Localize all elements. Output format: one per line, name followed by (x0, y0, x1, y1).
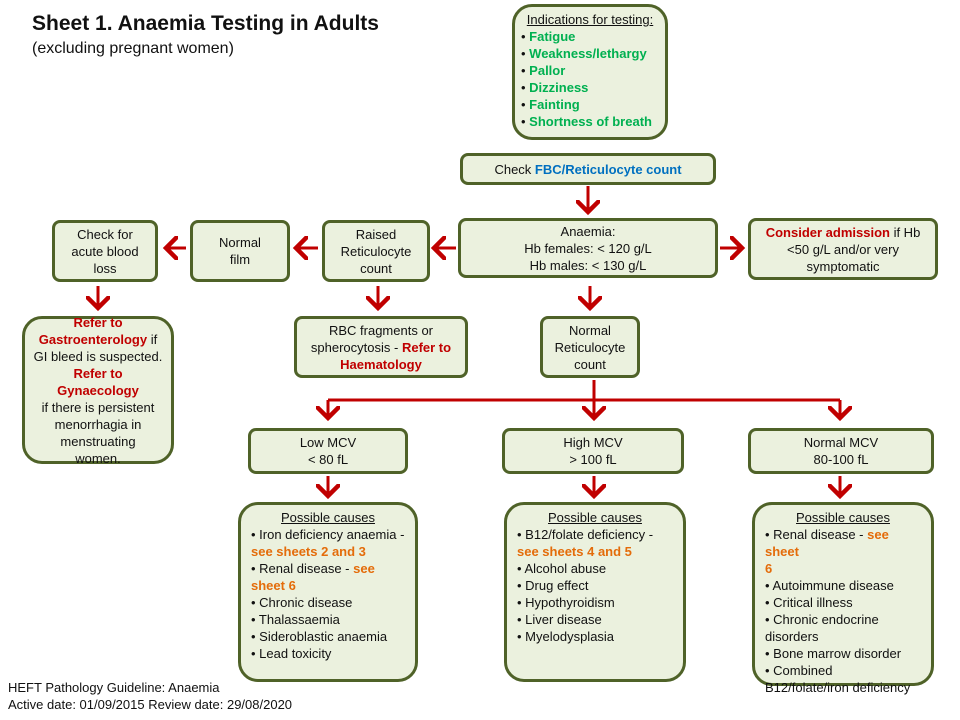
high-mcv-text: > 100 fL (569, 452, 617, 467)
cause-item: • Renal disease - (251, 561, 354, 576)
high-mcv-box: High MCV > 100 fL (502, 428, 684, 474)
low-mcv-text: Low MCV (299, 435, 357, 450)
anaemia-label: Anaemia: (560, 223, 616, 239)
indications-heading: Indications for testing: (526, 12, 654, 27)
normal-mcv-box: Normal MCV 80-100 fL (748, 428, 934, 474)
high-mcv-text: High MCV (563, 435, 623, 450)
referral-text: if there is persistent (41, 399, 155, 415)
cause-see-link: see sheets 4 and 5 (517, 544, 632, 559)
referral-text: GI bleed is suspected. (33, 348, 163, 364)
referral-text: menstruating (60, 433, 136, 449)
rbc-text: RBC fragments or (328, 322, 434, 338)
referral-box: Refer to Gastroenterology if GI bleed is… (22, 314, 174, 466)
raised-retic-box: Raised Reticulocyte count (322, 220, 430, 282)
normal-film-box: Normal film (190, 220, 290, 282)
normal-retic-text: Normal (569, 322, 611, 338)
rbc-refer: Refer to (401, 339, 452, 355)
admission-highlight: Consider admission (765, 224, 890, 240)
referral-text: women. (75, 450, 121, 466)
referral-gynae: Refer to Gynaecology (57, 365, 139, 398)
normal-film-text: film (229, 252, 251, 267)
rbc-haem: Haematology (340, 356, 422, 372)
indication-item: • Fatigue (521, 29, 576, 44)
acute-blood-text: loss (93, 260, 117, 276)
cause-item: B12/folate/iron deficiency (765, 680, 911, 695)
cause-item: • B12/folate deficiency - (517, 527, 654, 542)
referral-text: menorrhagia in (54, 416, 142, 432)
normal-retic-box: Normal Reticulocyte count (540, 316, 640, 378)
admission-text: if Hb (889, 224, 921, 240)
cause-see-link: see sheet (765, 527, 889, 559)
referral-text: Refer to (73, 314, 123, 330)
causes-normal-heading: Possible causes (796, 510, 890, 525)
cause-item: • Liver disease (517, 612, 602, 627)
check-fbc-prefix: Check (494, 161, 535, 177)
acute-blood-box: Check for acute blood loss (52, 220, 158, 282)
indications-box: Indications for testing: • Fatigue • Wea… (512, 4, 668, 140)
rbc-fragments-box: RBC fragments or spherocytosis - Refer t… (294, 316, 468, 378)
acute-blood-text: acute blood (71, 243, 139, 259)
normal-retic-text: Reticulocyte (554, 339, 626, 355)
anaemia-males: Hb males: < 130 g/L (529, 257, 647, 273)
acute-blood-text: Check for (77, 226, 133, 242)
cause-item: • Iron deficiency anaemia - (251, 527, 405, 542)
cause-item: • Critical illness (765, 595, 853, 610)
admission-text: symptomatic (806, 258, 880, 274)
anaemia-females: Hb females: < 120 g/L (524, 240, 652, 256)
referral-gastro: Gastroenterology (38, 331, 148, 347)
normal-mcv-text: Normal MCV (803, 435, 879, 450)
admission-box: Consider admission if Hb <50 g/L and/or … (748, 218, 938, 280)
normal-mcv-text: 80-100 fL (813, 452, 869, 467)
anaemia-box: Anaemia: Hb females: < 120 g/L Hb males:… (458, 218, 718, 278)
causes-normal-box: Possible causes • Renal disease - see sh… (752, 502, 934, 695)
cause-item: • Combined (765, 663, 833, 678)
cause-item: • Alcohol abuse (517, 561, 607, 576)
footer-dates: Active date: 01/09/2015 Review date: 29/… (8, 697, 293, 712)
causes-low-box: Possible causes • Iron deficiency anaemi… (238, 502, 418, 682)
check-fbc-box: Check FBC/Reticulocyte count (460, 153, 716, 185)
rbc-text: spherocytosis - (310, 339, 402, 355)
low-mcv-text: < 80 fL (307, 452, 349, 467)
page-subtitle: (excluding pregnant women) (32, 40, 234, 57)
cause-item: • Renal disease - (765, 527, 868, 542)
indication-item: • Weakness/lethargy (521, 46, 647, 61)
cause-item: disorders (765, 629, 819, 644)
cause-item: • Lead toxicity (251, 646, 332, 661)
indication-item: • Dizziness (521, 80, 589, 95)
indication-item: • Pallor (521, 63, 566, 78)
low-mcv-box: Low MCV < 80 fL (248, 428, 408, 474)
referral-text: if (147, 331, 158, 347)
cause-item: • Drug effect (517, 578, 589, 593)
raised-retic-text: Raised (355, 226, 397, 242)
cause-see-link: sheet 6 (251, 578, 296, 593)
normal-retic-text: count (574, 356, 606, 372)
check-fbc-highlight: FBC/Reticulocyte count (534, 161, 682, 177)
indication-item: • Fainting (521, 97, 580, 112)
page-title: Sheet 1. Anaemia Testing in Adults (32, 12, 379, 35)
cause-item: • Hypothyroidism (517, 595, 615, 610)
cause-item: • Chronic disease (251, 595, 353, 610)
causes-high-box: Possible causes • B12/folate deficiency … (504, 502, 686, 682)
cause-item: • Bone marrow disorder (765, 646, 902, 661)
cause-see-link: see sheets 2 and 3 (251, 544, 366, 559)
causes-high-heading: Possible causes (548, 510, 642, 525)
cause-item: • Autoimmune disease (765, 578, 894, 593)
raised-retic-text: count (360, 260, 392, 276)
footer-guideline: HEFT Pathology Guideline: Anaemia (8, 680, 220, 695)
cause-item: • Chronic endocrine (765, 612, 879, 627)
cause-item: • Thalassaemia (251, 612, 340, 627)
cause-see-link: 6 (765, 561, 773, 576)
cause-see-link: see (353, 561, 375, 576)
raised-retic-text: Reticulocyte (340, 243, 412, 259)
causes-low-heading: Possible causes (281, 510, 375, 525)
admission-text: <50 g/L and/or very (787, 241, 899, 257)
cause-item: • Myelodysplasia (517, 629, 615, 644)
normal-film-text: Normal (219, 235, 261, 250)
indication-item: • Shortness of breath (521, 114, 652, 129)
cause-item: • Sideroblastic anaemia (251, 629, 388, 644)
